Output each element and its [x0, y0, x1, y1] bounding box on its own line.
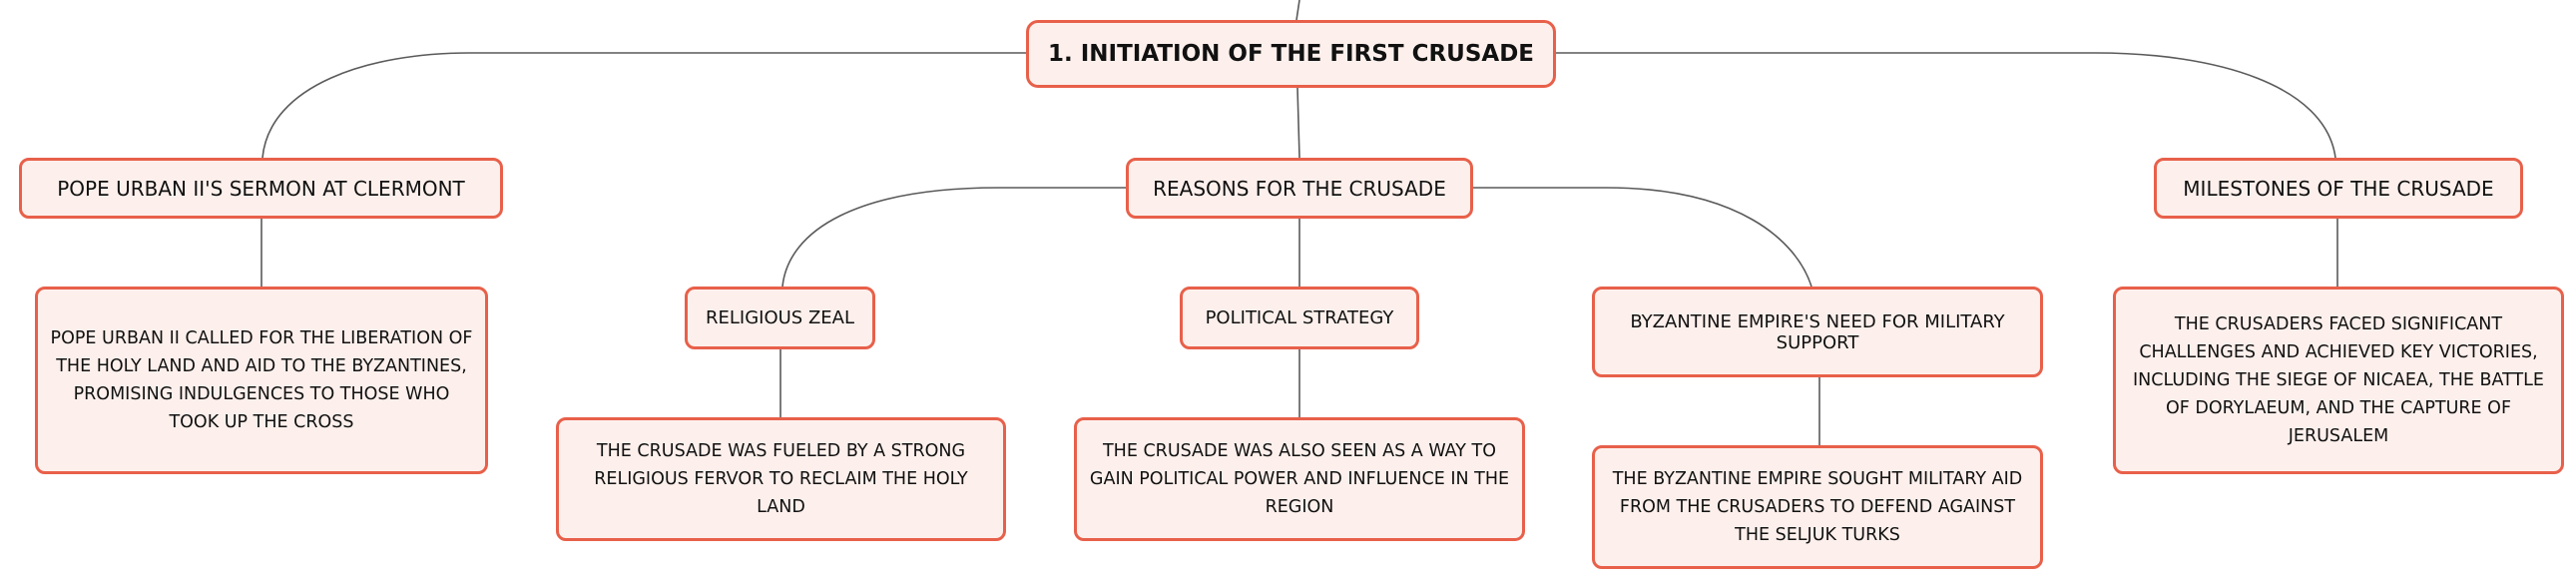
root-node[interactable]: 1. INITIATION OF THE FIRST CRUSADE — [1026, 20, 1556, 88]
detail-node-byzantine-need[interactable]: THE BYZANTINE EMPIRE SOUGHT MILITARY AID… — [1592, 445, 2043, 569]
detail-node-political-strategy[interactable]: THE CRUSADE WAS ALSO SEEN AS A WAY TO GA… — [1074, 417, 1525, 541]
sub-title-religious-zeal: RELIGIOUS ZEAL — [705, 307, 854, 328]
connector-root-to-milestones — [1555, 52, 2336, 159]
connector-reasons-to-byzantine — [1473, 187, 1812, 288]
detail-text-milestones: THE CRUSADERS FACED SIGNIFICANT CHALLENG… — [2133, 314, 2544, 446]
branch-node-milestones[interactable]: MILESTONES OF THE CRUSADE — [2154, 158, 2523, 219]
connector-top-stub — [1295, 0, 1300, 21]
branch-node-sermon[interactable]: POPE URBAN II'S SERMON AT CLERMONT — [19, 158, 503, 219]
detail-node-milestones[interactable]: THE CRUSADERS FACED SIGNIFICANT CHALLENG… — [2113, 287, 2564, 474]
root-title: 1. INITIATION OF THE FIRST CRUSADE — [1047, 41, 1535, 67]
sub-title-political-strategy: POLITICAL STRATEGY — [1205, 307, 1394, 328]
detail-text-political-strategy: THE CRUSADE WAS ALSO SEEN AS A WAY TO GA… — [1089, 441, 1510, 517]
detail-node-sermon[interactable]: POPE URBAN II CALLED FOR THE LIBERATION … — [35, 287, 488, 474]
detail-text-religious-zeal: THE CRUSADE WAS FUELED BY A STRONG RELIG… — [594, 441, 968, 517]
connector-reasons-to-religious — [781, 187, 1126, 288]
connector-root-to-reasons — [1296, 87, 1300, 159]
branch-title-reasons: REASONS FOR THE CRUSADE — [1153, 176, 1446, 201]
sub-node-political-strategy[interactable]: POLITICAL STRATEGY — [1180, 287, 1419, 349]
branch-title-sermon: POPE URBAN II'S SERMON AT CLERMONT — [57, 176, 465, 201]
sub-title-byzantine-need: BYZANTINE EMPIRE'S NEED FOR MILITARY SUP… — [1630, 310, 2005, 353]
detail-text-sermon: POPE URBAN II CALLED FOR THE LIBERATION … — [50, 328, 473, 432]
branch-node-reasons[interactable]: REASONS FOR THE CRUSADE — [1126, 158, 1473, 219]
sub-node-religious-zeal[interactable]: RELIGIOUS ZEAL — [685, 287, 875, 349]
detail-text-byzantine-need: THE BYZANTINE EMPIRE SOUGHT MILITARY AID… — [1612, 469, 2023, 545]
sub-node-byzantine-need[interactable]: BYZANTINE EMPIRE'S NEED FOR MILITARY SUP… — [1592, 287, 2043, 377]
detail-node-religious-zeal[interactable]: THE CRUSADE WAS FUELED BY A STRONG RELIG… — [556, 417, 1006, 541]
connector-root-to-sermon — [261, 52, 1026, 159]
branch-title-milestones: MILESTONES OF THE CRUSADE — [2183, 176, 2494, 201]
